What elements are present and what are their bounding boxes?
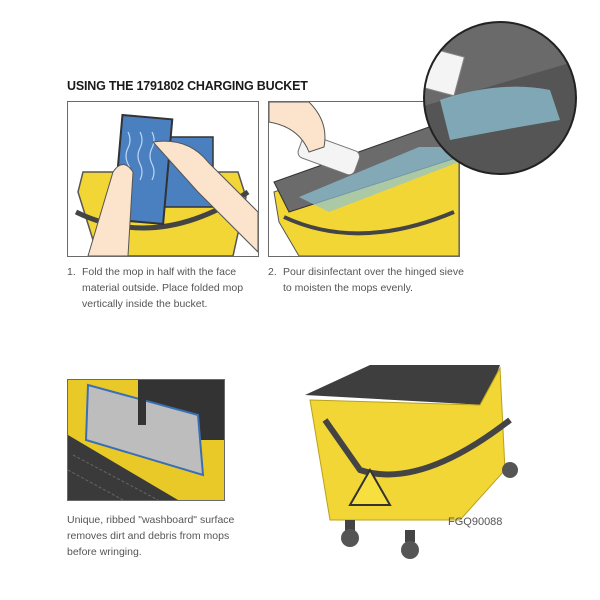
step-1-caption: 1. Fold the mop in half with the face ma…: [67, 266, 244, 310]
washboard-photo: [67, 379, 225, 501]
feature-caption: Unique, ribbed "washboard" surface remov…: [67, 514, 235, 558]
magnifier-detail: [423, 21, 577, 175]
product-code: FGQ90088: [448, 516, 503, 528]
step-2-caption: 2. Pour disinfectant over the hinged sie…: [268, 266, 464, 294]
step-1-illustration: [67, 101, 259, 257]
mop-bucket-product-image: [305, 365, 518, 559]
page-heading: USING THE 1791802 CHARGING BUCKET: [67, 79, 308, 93]
step-2-illustration: [268, 101, 460, 257]
